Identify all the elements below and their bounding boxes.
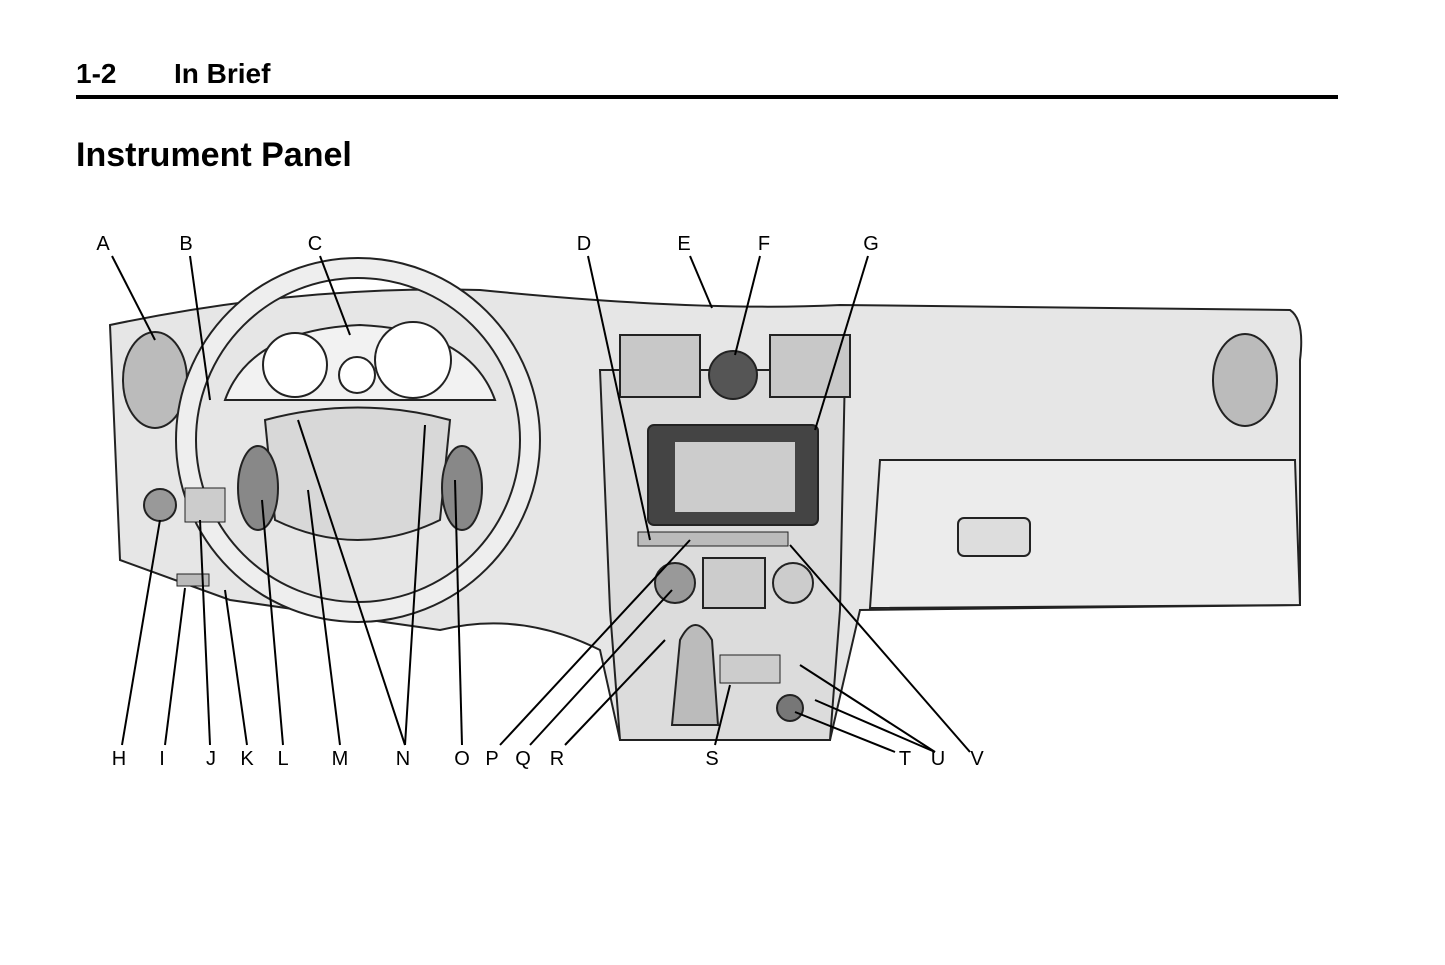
airbag-hub [263, 406, 452, 541]
section-title: In Brief [174, 58, 271, 89]
left-switches [184, 487, 226, 523]
center-vent-right [769, 334, 851, 398]
callout-label: S [705, 748, 718, 770]
center-vent-left [619, 334, 701, 398]
callout-label: L [277, 748, 288, 770]
callout-label: T [899, 748, 911, 770]
glovebox [868, 459, 1302, 610]
callout-label: B [179, 233, 192, 255]
console-switches [719, 654, 781, 684]
callout-label: O [454, 748, 470, 770]
callout-label: C [308, 233, 322, 255]
analog-clock [708, 350, 758, 400]
fuel-gauge [338, 356, 376, 394]
callout-label: D [577, 233, 591, 255]
callout-label: M [332, 748, 349, 770]
right-steering-controls [441, 445, 483, 531]
callout-label: G [863, 233, 879, 255]
climate-display [702, 557, 766, 609]
callout-label: V [970, 748, 984, 770]
callout-label: H [112, 748, 126, 770]
callout-label: J [206, 748, 216, 770]
callout-label: P [485, 748, 498, 770]
speedometer [374, 321, 452, 399]
glovebox-latch [957, 517, 1031, 557]
callout-label: E [677, 233, 690, 255]
callout-label: U [931, 748, 945, 770]
callout-label: I [159, 748, 165, 770]
header-rule [76, 95, 1338, 99]
tachometer [262, 332, 328, 398]
climate-knob-right [772, 562, 814, 604]
shift-lever [670, 624, 720, 726]
running-header: 1-2 In Brief [76, 58, 270, 90]
callout-label: A [96, 233, 110, 255]
headlamp-switch [143, 488, 177, 522]
left-steering-controls [237, 445, 279, 531]
callout-label: F [758, 233, 770, 255]
right-air-vent [1212, 333, 1278, 427]
radio-screen [675, 442, 795, 512]
callout-label: R [550, 748, 564, 770]
power-outlet [776, 694, 804, 722]
radio-buttons [637, 531, 789, 547]
callout-lines [111, 255, 971, 753]
page-number: 1-2 [76, 58, 117, 89]
callout-label: K [240, 748, 254, 770]
hood-release [176, 573, 210, 587]
climate-knob-left [654, 562, 696, 604]
page-title: Instrument Panel [76, 136, 352, 174]
callout-label: Q [515, 748, 531, 770]
callout-label: N [396, 748, 410, 770]
